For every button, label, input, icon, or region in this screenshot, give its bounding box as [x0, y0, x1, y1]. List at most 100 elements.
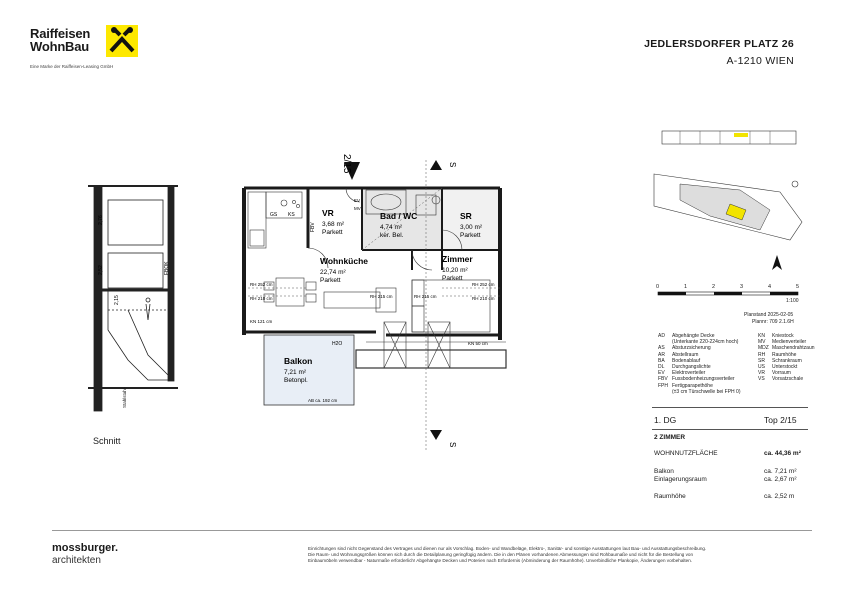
room-zimmer-name: Zimmer [442, 254, 473, 264]
label-ev: EV [354, 198, 360, 203]
divider-mid [652, 429, 808, 430]
section-mark-top: S [448, 162, 457, 167]
scale-tick-3: 3 [740, 284, 744, 290]
section-dim-1: 2,76 [98, 215, 104, 225]
scale-ratio: 1:100 [786, 298, 799, 304]
scale-tick-5: 5 [796, 284, 800, 290]
label-kn121: KN 121 cm [250, 319, 273, 324]
label-gs: GS [270, 212, 278, 218]
section-label: Schnitt [93, 436, 121, 446]
unit-wnf-label: WOHNNUTZFLÄCHE [654, 450, 718, 457]
brand-tagline: Eine Marke der Raiffeisen-Leasing GmbH [30, 64, 114, 69]
scale-tick-0: 0 [656, 284, 660, 290]
room-vr-area: 3,68 m² [322, 221, 345, 228]
scale-tick-4: 4 [768, 284, 772, 290]
room-sr-name: SR [460, 211, 472, 221]
room-bad-name: Bad / WC [380, 211, 417, 221]
label-rh215-b: RH 215 cm [414, 294, 437, 299]
unit-balkon-value: ca. 7,21 m² [764, 468, 797, 475]
unit-highlight [734, 133, 748, 137]
sr-fill [442, 188, 500, 250]
section-drawing: 2,76 2,52 FBOK 2,15 [88, 185, 178, 412]
scale-bar [657, 291, 799, 296]
room-balkon-name: Balkon [284, 356, 312, 366]
room-balkon-area: 7,21 m² [284, 369, 307, 376]
section-parapet-note: Stahlstahl- [122, 386, 127, 408]
scale-tick-1: 1 [684, 284, 688, 290]
label-kn50: KN 50 cm [468, 341, 488, 346]
architect-line1: mossburger. [52, 542, 119, 554]
disclaimer: Einrichtungen sind nicht Gegenstand des … [308, 546, 813, 564]
entrance-arrow-icon [344, 162, 360, 180]
section-dim-3: FBOK [164, 261, 170, 275]
section-dim-4: 2,15 [114, 295, 120, 305]
unit-floor: 1. DG [654, 415, 677, 425]
disclaimer-line3: Einbaumöbeln verwendbar - Naturmaße erfo… [308, 558, 693, 563]
label-h2o: H2O [332, 341, 342, 347]
disclaimer-line2: Die Raum- und Wohnungsgrößen können sich… [308, 552, 694, 557]
room-balkon-floor: Betonpl. [284, 377, 308, 384]
brand-name-line2: WohnBau [30, 39, 90, 54]
label-rh210-left: RH 210 cm [250, 296, 273, 301]
room-wohnkueche-name: Wohnküche [320, 256, 368, 266]
room-zimmer-area: 10,20 m² [442, 267, 468, 274]
plannr: Plannr: 709 2.1.6H [752, 319, 794, 325]
label-rh252-right: RH 252 cm [472, 282, 495, 287]
unit-location-highlight [725, 203, 747, 221]
planstand: Planstand 2025-02-05 [744, 312, 794, 318]
section-marker-top [430, 160, 442, 170]
floor-plan: S S 2/15 VR 3,68 m² Parkett Bad / WC 4,7… [242, 154, 507, 450]
unit-einlag-label: Einlagerungsraum [654, 476, 707, 483]
room-wohnkueche-floor: Parkett [320, 277, 341, 284]
unit-raum-label: Raumhöhe [654, 493, 686, 500]
label-rh210-right: RH 210 cm [472, 296, 495, 301]
unit-wnf-value: ca. 44,36 m² [764, 450, 801, 457]
room-wohnkueche-area: 22,74 m² [320, 269, 346, 276]
section-mark-bottom: S [448, 442, 457, 447]
brand-logo: Raiffeisen WohnBau Eine Marke der Raiffe… [30, 25, 170, 75]
label-mv: MV [354, 206, 361, 211]
room-vr-floor: Parkett [322, 229, 343, 236]
unit-einlag-value: ca. 2,67 m² [764, 476, 797, 483]
balkon-area [263, 334, 355, 406]
disclaimer-line1: Einrichtungen sind nicht Gegenstand des … [308, 546, 707, 551]
raiffeisen-gable-cross-icon [106, 25, 138, 57]
divider-top [652, 407, 808, 408]
room-zimmer-floor: Parkett [442, 275, 463, 282]
divider-bottom [52, 530, 812, 531]
label-ks: KS [288, 212, 295, 218]
site-elevation-thumbnail [661, 130, 797, 145]
room-bad-area: 4,74 m² [380, 224, 403, 231]
label-ab: AB ca. 192 cm [308, 398, 338, 403]
section-dim-2: 2,52 [98, 265, 104, 275]
scale-tick-2: 2 [712, 284, 716, 290]
room-bad-floor: ker. Bel. [380, 232, 404, 239]
legend-row: (Unterkante 220-224cm hoch) [672, 339, 739, 346]
unit-balkon-label: Balkon [654, 468, 674, 475]
unit-type: 2 ZIMMER [654, 434, 686, 441]
room-vr-name: VR [322, 208, 334, 218]
brand-name-line1: Raiffeisen [30, 26, 91, 41]
architect-line2: architekten [52, 555, 101, 566]
unit-mark: 2/15 [341, 154, 352, 174]
address-city: A-1210 WIEN [726, 55, 794, 67]
unit-raum-value: ca. 2,52 m [764, 493, 795, 500]
north-arrow-icon [772, 255, 782, 270]
address-street: JEDLERSDORFER PLATZ 26 [644, 38, 794, 50]
